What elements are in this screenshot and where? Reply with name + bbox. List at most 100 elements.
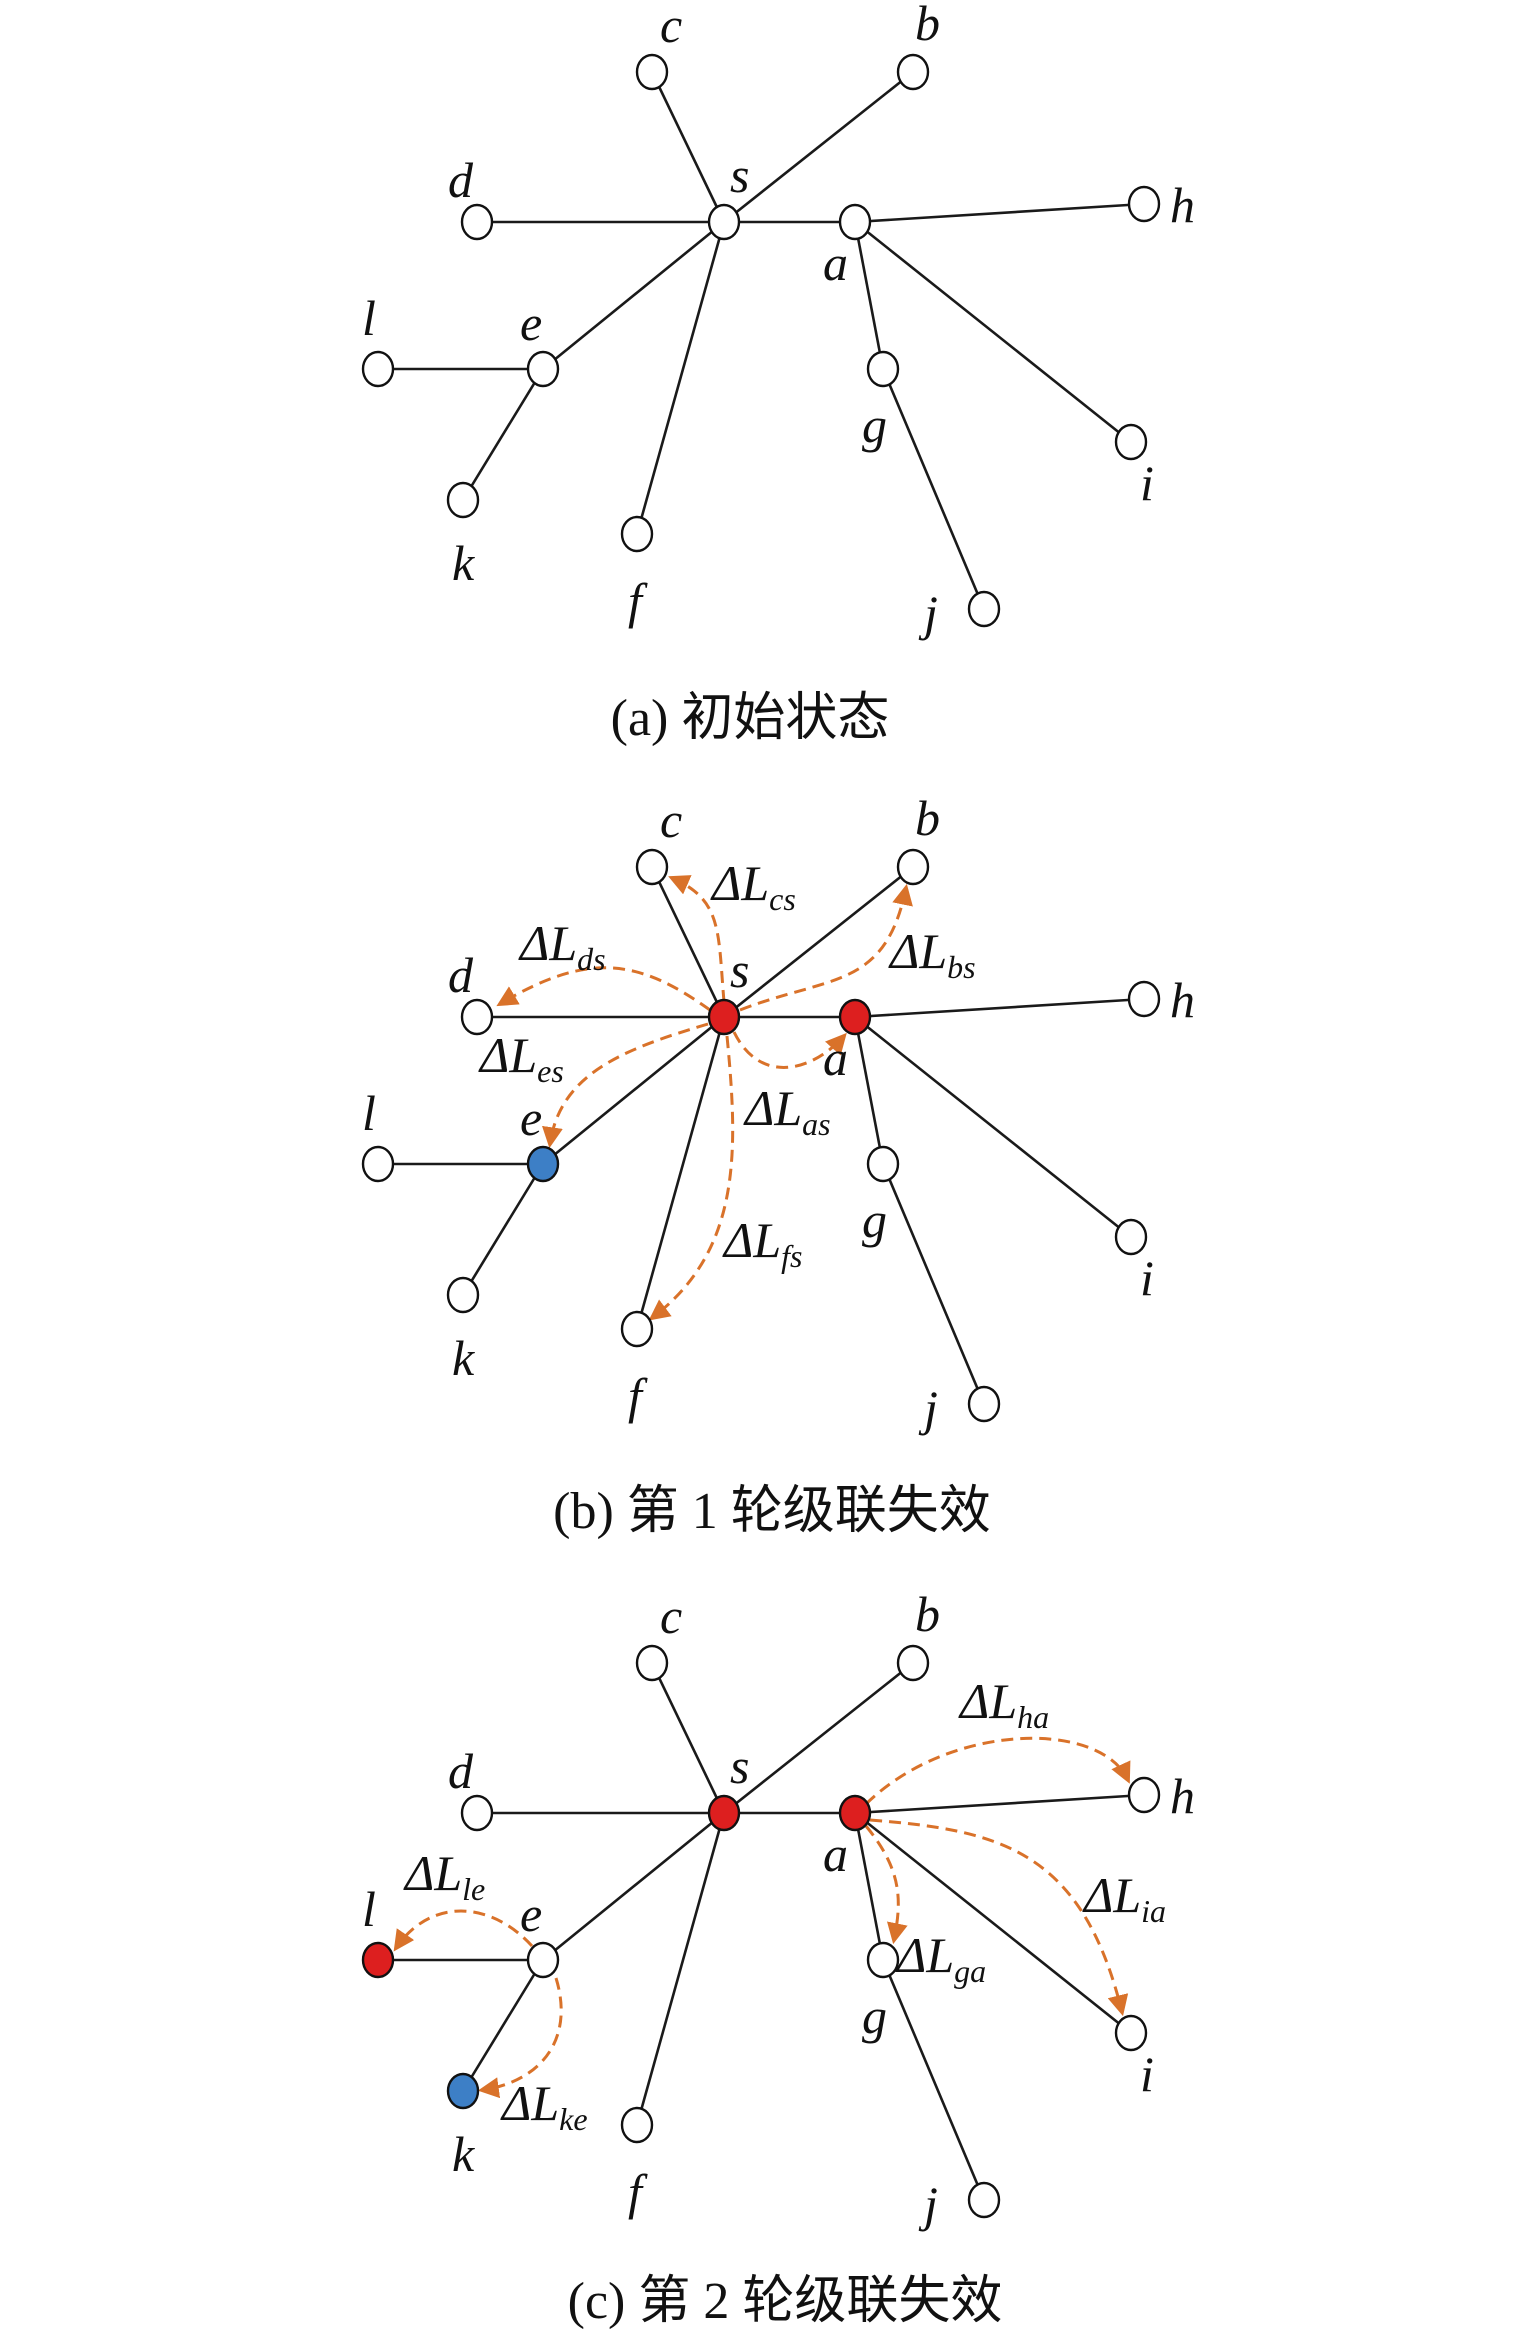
edge-e-k [461, 1959, 545, 2092]
node-label-k: k [452, 1330, 475, 1386]
node-g-normal [866, 1145, 900, 1183]
panel-caption: (a) 初始状态 [611, 690, 890, 747]
node-label-c: c [660, 792, 682, 848]
node-c-normal [635, 53, 669, 91]
load-transfer-arrow-a-h [864, 1736, 1131, 1806]
edge-s-e [542, 1015, 725, 1166]
node-label-d: d [448, 947, 474, 1003]
node-label-s: s [730, 1738, 749, 1794]
node-label-l: l [362, 1881, 376, 1937]
edge-s-f [635, 1812, 726, 2126]
load-transfer-arrow-e-l [393, 1909, 534, 1952]
node-label-a: a [823, 235, 848, 291]
node-label-i: i [1140, 2046, 1154, 2102]
load-increment-label: ΔLha [958, 1673, 1049, 1735]
load-transfer-arrow-s-f [648, 1035, 735, 1321]
node-label-e: e [520, 1886, 542, 1942]
load-increment-label: ΔLbs [888, 923, 976, 985]
panel-caption: (b) 第 1 轮级联失效 [553, 1483, 991, 1540]
load-increment-label: ΔLia [1082, 1867, 1166, 1929]
node-e-normal [526, 1941, 560, 1979]
load-increment-label: ΔLcs [710, 855, 796, 917]
node-label-l: l [362, 1085, 376, 1141]
node-h-normal [1127, 185, 1161, 223]
edge-g-j [881, 1959, 986, 2201]
node-label-s: s [730, 942, 749, 998]
edge-a-g [853, 1016, 885, 1165]
node-i-normal [1114, 2014, 1148, 2052]
node-label-d: d [448, 152, 474, 208]
node-label-i: i [1140, 1250, 1154, 1306]
node-s-failed [707, 998, 741, 1036]
node-h-normal [1127, 980, 1161, 1018]
node-label-c: c [660, 1588, 682, 1644]
node-d-normal [460, 998, 494, 1036]
node-label-f: f [628, 1368, 648, 1424]
node-b-normal [896, 1644, 930, 1682]
node-e-normal [526, 350, 560, 388]
node-label-e: e [520, 295, 542, 351]
node-d-normal [460, 203, 494, 241]
node-h-normal [1127, 1776, 1161, 1814]
node-g-normal [866, 350, 900, 388]
edge-g-j [881, 368, 986, 610]
node-label-a: a [823, 1826, 848, 1882]
edge-s-f [635, 1016, 726, 1330]
node-e-overloaded [526, 1145, 560, 1183]
node-label-j: j [918, 2176, 938, 2232]
load-transfer-arrow-a-i [869, 1818, 1129, 2017]
edge-s-f [635, 221, 726, 535]
load-transfer-arrow-s-d [496, 966, 711, 1012]
node-label-d: d [448, 1743, 474, 1799]
node-k-normal [446, 1276, 480, 1314]
node-label-h: h [1170, 177, 1195, 233]
edge-s-c [650, 71, 726, 223]
node-label-b: b [915, 790, 940, 846]
edge-a-g [853, 221, 885, 370]
edge-a-i [854, 1811, 1132, 2035]
node-label-b: b [915, 1586, 940, 1642]
edge-s-c [650, 1662, 726, 1814]
node-j-normal [967, 2181, 1001, 2219]
panel-caption: (c) 第 2 轮级联失效 [568, 2273, 1003, 2330]
node-label-f: f [628, 573, 648, 629]
edge-s-e [542, 1811, 725, 1962]
node-k-normal [446, 481, 480, 519]
node-label-k: k [452, 535, 475, 591]
edge-a-h [854, 997, 1145, 1019]
node-label-f: f [628, 2164, 648, 2220]
node-c-normal [635, 1644, 669, 1682]
node-j-normal [967, 590, 1001, 628]
load-increment-label: ΔLfs [722, 1212, 803, 1274]
edge-s-b [723, 1661, 914, 1815]
edge-a-i [854, 1015, 1132, 1239]
node-a-failed [838, 998, 872, 1036]
node-f-normal [620, 1310, 654, 1348]
edge-s-b [723, 865, 914, 1019]
load-transfer-arrow-s-b [739, 883, 913, 1012]
edge-e-k [461, 1163, 545, 1296]
load-transfer-arrow-s-e [542, 1022, 709, 1149]
load-increment-label: ΔLga [895, 1927, 986, 1989]
node-l-normal [361, 1145, 395, 1183]
node-a-normal [838, 203, 872, 241]
node-l-normal [361, 350, 395, 388]
load-increment-label: ΔLds [518, 915, 606, 977]
node-label-s: s [730, 147, 749, 203]
node-label-j: j [918, 585, 938, 641]
node-f-normal [620, 2106, 654, 2144]
edge-s-c [650, 866, 726, 1018]
node-label-j: j [918, 1380, 938, 1436]
node-b-normal [896, 848, 930, 886]
node-label-h: h [1170, 1768, 1195, 1824]
edge-a-i [854, 220, 1132, 444]
node-f-normal [620, 515, 654, 553]
node-s-failed [707, 1794, 741, 1832]
edge-g-j [881, 1163, 986, 1405]
node-k-overloaded [446, 2072, 480, 2110]
node-label-b: b [915, 0, 940, 51]
load-increment-label: ΔLes [478, 1027, 564, 1089]
node-label-g: g [862, 1192, 887, 1248]
